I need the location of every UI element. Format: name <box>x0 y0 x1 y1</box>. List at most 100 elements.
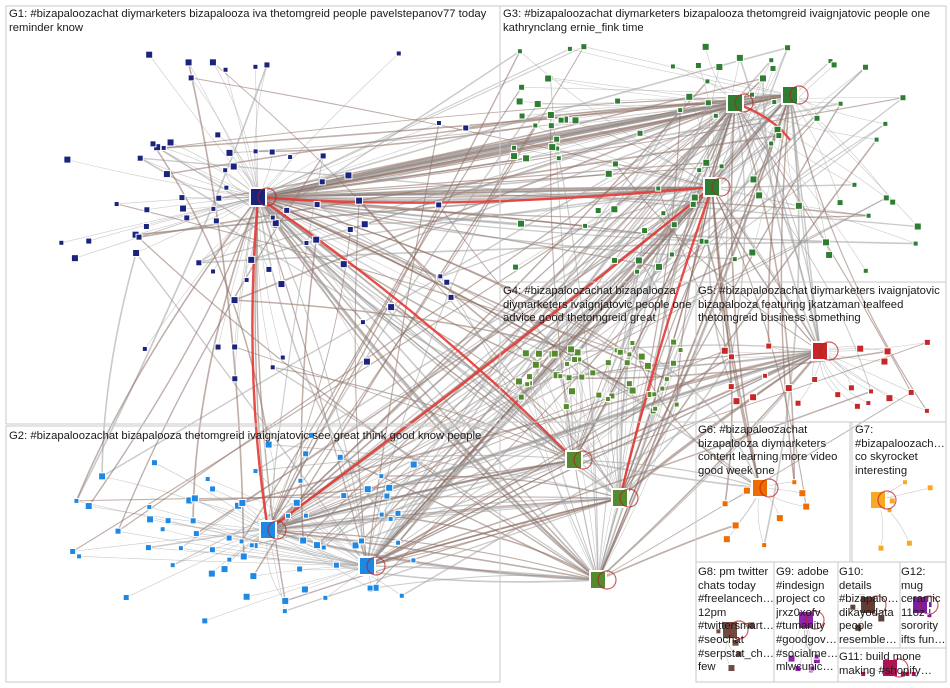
edge <box>255 66 259 198</box>
edge <box>521 86 791 96</box>
node <box>702 158 711 167</box>
edge <box>573 102 736 461</box>
node <box>720 346 729 355</box>
edge <box>217 196 259 348</box>
edge <box>597 94 791 581</box>
node <box>637 352 646 361</box>
node <box>70 254 79 263</box>
node <box>302 450 310 458</box>
edge <box>438 204 583 378</box>
node <box>670 221 678 229</box>
node <box>299 536 308 545</box>
edge <box>734 102 855 186</box>
edge <box>257 53 399 198</box>
node <box>145 50 154 59</box>
edge <box>234 299 572 351</box>
node <box>146 515 155 524</box>
edge <box>267 186 713 531</box>
edge <box>597 350 821 581</box>
edge <box>708 186 732 387</box>
node <box>339 260 348 269</box>
node <box>749 175 758 184</box>
node <box>604 359 612 367</box>
node <box>787 654 796 663</box>
node <box>634 256 643 265</box>
node <box>319 152 327 160</box>
node <box>394 509 402 517</box>
node <box>159 526 166 533</box>
node <box>727 383 735 391</box>
node <box>636 129 644 137</box>
node <box>252 468 259 475</box>
edge <box>257 196 575 461</box>
edge <box>657 188 732 358</box>
edge <box>267 497 621 531</box>
node <box>395 539 402 546</box>
node <box>312 235 321 244</box>
node <box>651 391 658 398</box>
node <box>677 107 684 114</box>
node <box>748 248 757 257</box>
node <box>718 163 725 170</box>
node <box>731 521 740 530</box>
edge <box>256 196 286 602</box>
edge <box>631 342 761 489</box>
group-label-g12: G12: mug ceramic 11oz sorority ifts fun… <box>901 566 946 646</box>
node <box>511 144 518 151</box>
node <box>332 561 340 569</box>
self-loop <box>711 177 731 197</box>
node <box>516 219 525 228</box>
node <box>689 200 697 208</box>
node <box>571 116 580 125</box>
node <box>84 502 93 511</box>
node <box>359 319 366 326</box>
edge <box>267 529 599 581</box>
edge <box>148 54 259 198</box>
node <box>899 94 907 102</box>
node <box>201 617 209 625</box>
self-loop <box>867 595 887 615</box>
edge <box>300 239 317 541</box>
edge <box>257 196 368 567</box>
node <box>169 562 176 569</box>
edge <box>607 102 736 400</box>
node <box>791 479 798 486</box>
node <box>660 210 667 217</box>
edge <box>306 186 713 244</box>
node <box>862 63 870 71</box>
node <box>184 58 193 67</box>
edge <box>573 459 761 489</box>
edge <box>529 102 736 384</box>
self-loop <box>919 595 939 615</box>
edge <box>76 496 621 502</box>
node <box>877 544 885 552</box>
node <box>913 222 922 231</box>
node <box>856 344 865 353</box>
node <box>363 485 372 494</box>
node <box>279 354 286 361</box>
node <box>85 237 93 245</box>
edge <box>711 47 788 188</box>
edge <box>187 62 245 557</box>
node <box>557 116 565 124</box>
node <box>544 74 553 83</box>
node <box>923 407 930 414</box>
node <box>849 603 857 611</box>
node <box>230 296 239 305</box>
node <box>283 206 291 214</box>
edge <box>267 459 575 531</box>
node <box>677 347 684 354</box>
node <box>568 387 577 396</box>
node <box>794 201 803 210</box>
node <box>578 373 586 381</box>
edge <box>251 196 270 531</box>
edge <box>267 350 725 531</box>
node <box>387 515 394 522</box>
group-label-g3: G3: #bizapaloozachat diymarketers bizapa… <box>503 8 934 34</box>
edge <box>246 565 368 598</box>
node <box>231 343 239 351</box>
edge <box>711 186 761 489</box>
edge <box>267 394 600 531</box>
node <box>830 61 838 69</box>
node <box>847 384 855 392</box>
